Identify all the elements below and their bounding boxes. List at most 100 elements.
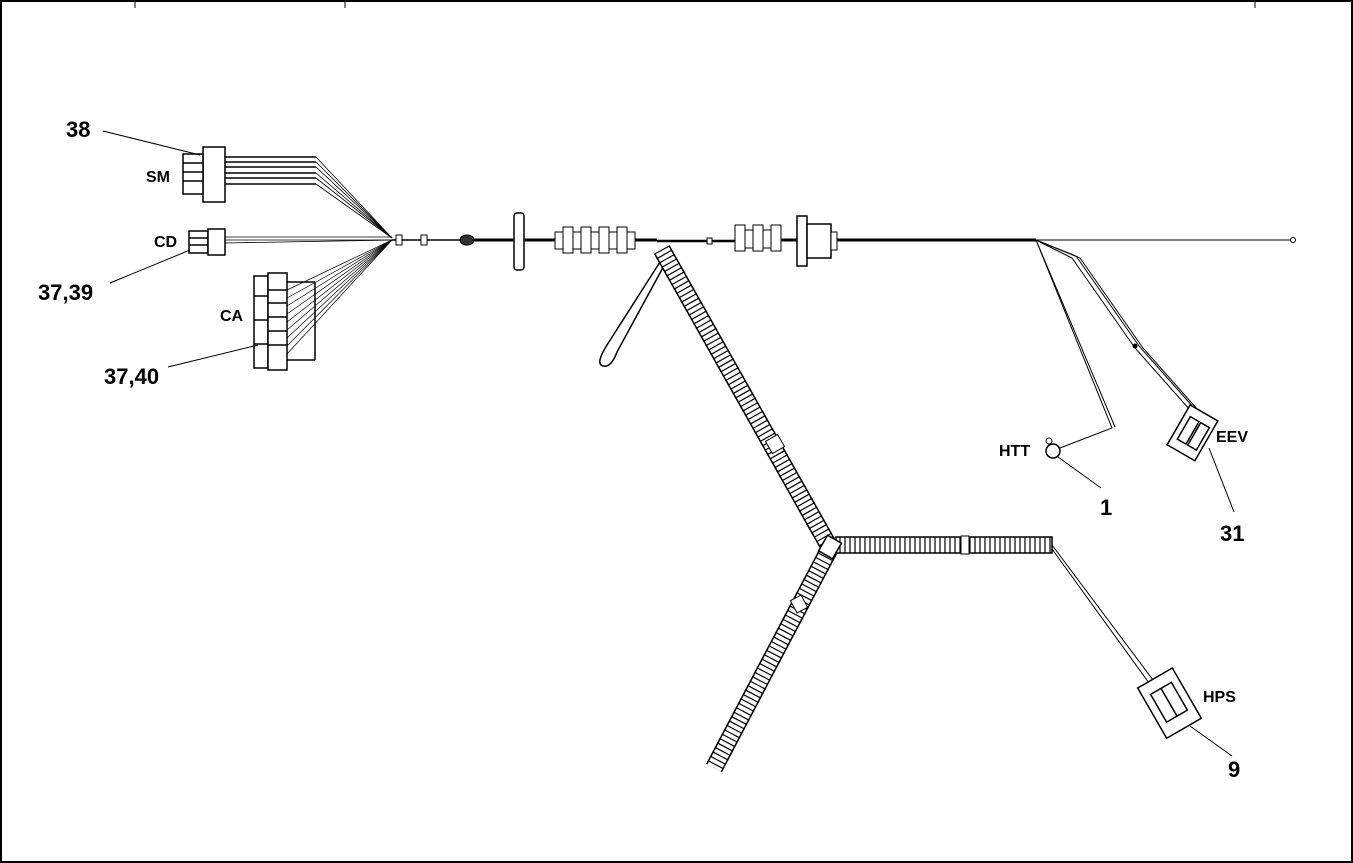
conduit-right-ribs <box>839 537 1051 553</box>
conduit-rib <box>658 253 676 264</box>
conduit-rib <box>805 574 822 584</box>
conduit-upper-ribs <box>653 245 838 552</box>
conduit-rib <box>671 275 688 286</box>
eev-connector <box>1166 403 1219 462</box>
conduit-clip-lower <box>789 594 809 614</box>
conduit-rib <box>744 689 762 699</box>
conduit-rib <box>808 519 825 530</box>
conduit-rib <box>676 284 693 295</box>
conduit-clip-right <box>960 535 970 555</box>
conduit-rib <box>712 349 730 360</box>
conduit-rib <box>777 627 794 637</box>
conduit-rib <box>703 332 720 343</box>
leader-1 <box>1057 456 1102 489</box>
conduit-rib <box>698 323 715 334</box>
hps-connector <box>1136 666 1203 740</box>
conduit-rib <box>774 458 791 469</box>
conduit-rib <box>803 510 820 521</box>
conduit-rib <box>800 583 818 593</box>
leader-37-40 <box>167 344 259 368</box>
conduit-rib <box>714 746 731 757</box>
conduit-rib <box>735 706 752 717</box>
conduit-rib <box>734 388 752 399</box>
callout-31: 31 <box>1220 521 1244 546</box>
conduit-upper <box>654 245 838 553</box>
code-eev: EEV <box>1216 429 1248 446</box>
conduit-rib <box>815 532 833 543</box>
conduit-rib <box>730 380 747 390</box>
conduit-rib <box>722 366 739 377</box>
conduit-rib <box>673 279 690 290</box>
htt-wire <box>1035 239 1113 449</box>
main-trunk <box>392 212 1296 271</box>
code-hps: HPS <box>1203 689 1236 706</box>
conduit-rib <box>700 327 717 338</box>
conduit-rib <box>757 427 774 438</box>
conduit-rib <box>716 742 734 752</box>
conduit-rib <box>768 644 785 655</box>
conduit-rib <box>727 375 744 386</box>
conduit-rib <box>784 475 801 486</box>
conduit-rib <box>813 528 830 539</box>
conduit-rib <box>769 449 786 460</box>
callout-37-40: 37,40 <box>104 364 159 389</box>
conduit-rib <box>761 658 778 668</box>
conduit-rib <box>721 733 738 743</box>
conduit-rib <box>739 397 757 408</box>
conduit-rib <box>801 506 818 517</box>
conduit-lower <box>706 543 838 773</box>
conduit-rib <box>812 560 829 571</box>
conduit-rib <box>709 755 727 766</box>
conduit-rib <box>723 729 741 739</box>
cable-tie-loop <box>599 261 668 367</box>
conduit-rib <box>784 614 801 624</box>
conduit-rib <box>715 353 732 364</box>
conduit-rib <box>710 345 727 356</box>
conduit-rib <box>793 493 811 504</box>
conduit-rib <box>782 618 799 628</box>
conduit-rib <box>717 358 734 369</box>
conduit-rib <box>759 432 776 443</box>
conduit-rib <box>683 297 700 308</box>
conduit-rib <box>668 271 685 282</box>
conduit-rib <box>810 565 827 575</box>
code-cd: CD <box>154 234 177 251</box>
ca-connector <box>253 272 316 371</box>
conduit-rib <box>803 578 820 589</box>
conduit-rib <box>663 262 680 273</box>
conduit-clip-upper <box>764 433 786 455</box>
conduit-rib <box>798 502 815 512</box>
conduit-rib <box>747 410 764 421</box>
leader-38 <box>102 130 201 156</box>
sm-wires-to-junction <box>315 156 393 239</box>
conduit-rib <box>742 401 759 412</box>
conduit-rib <box>811 523 828 534</box>
conduit-rib <box>758 662 776 673</box>
conduit-rib <box>754 671 771 682</box>
conduit-rib <box>653 245 671 255</box>
conduit-rib <box>720 362 737 373</box>
conduit-rib <box>776 462 793 473</box>
code-ca: CA <box>220 308 244 325</box>
conduit-rib <box>786 609 804 620</box>
conduit-rib <box>688 306 705 316</box>
hps-wire <box>1051 544 1154 684</box>
conduit-rib <box>806 515 823 526</box>
conduit-rib <box>747 684 764 695</box>
conduit-rib <box>779 467 796 478</box>
conduit-rib <box>791 488 808 499</box>
eev-wire <box>1035 239 1199 411</box>
conduit-rib <box>756 667 773 677</box>
conduit-rib <box>765 649 783 659</box>
conduit-rib <box>725 371 742 382</box>
conduit-rib <box>737 702 755 712</box>
conduit-rib <box>796 591 813 602</box>
conduit-rib <box>707 340 725 351</box>
conduit-rib <box>754 423 771 434</box>
leader-37-39 <box>109 249 191 284</box>
conduit-rib <box>695 319 712 330</box>
conduit-rib <box>742 693 759 704</box>
conduit-rib <box>707 759 724 770</box>
conduit-rib <box>788 484 806 495</box>
conduit-rib <box>690 310 707 321</box>
